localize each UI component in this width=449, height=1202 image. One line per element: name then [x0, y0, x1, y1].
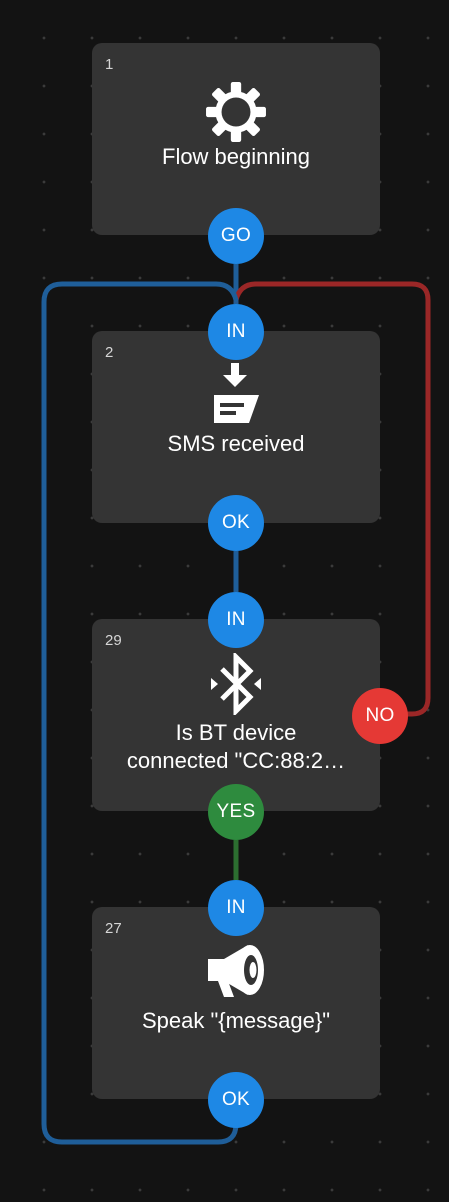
port-go[interactable]: GO [208, 208, 264, 264]
port-in[interactable]: IN [208, 880, 264, 936]
block-number: 1 [105, 56, 114, 73]
port-no[interactable]: NO [352, 688, 408, 744]
port-in[interactable]: IN [208, 304, 264, 360]
block-number: 2 [105, 344, 114, 361]
sms-received-icon [92, 363, 380, 425]
port-in[interactable]: IN [208, 592, 264, 648]
port-ok[interactable]: OK [208, 1072, 264, 1128]
speaker-icon [92, 941, 380, 1001]
block-title-line-1: Is BT device [175, 720, 297, 745]
block-number: 29 [105, 632, 122, 649]
block-title: SMS received [167, 431, 305, 456]
block-speak[interactable]: 27 Speak "{message}" [92, 907, 380, 1099]
gear-icon [92, 81, 380, 143]
block-flow-beginning[interactable]: 1 Flow beginning [92, 43, 380, 235]
block-title: Flow beginning [162, 144, 310, 169]
bluetooth-icon [92, 653, 380, 715]
block-number: 27 [105, 920, 122, 937]
port-yes[interactable]: YES [208, 784, 264, 840]
block-title-line-2: connected "CC:88:2… [126, 748, 346, 773]
block-title: Is BT device connected "CC:88:2… [104, 719, 368, 775]
block-title: Speak "{message}" [141, 1008, 331, 1033]
port-ok[interactable]: OK [208, 495, 264, 551]
block-sms-received[interactable]: 2 SMS received [92, 331, 380, 523]
block-bt-device-connected[interactable]: 29 Is BT device connected "CC:88:2… [92, 619, 380, 811]
